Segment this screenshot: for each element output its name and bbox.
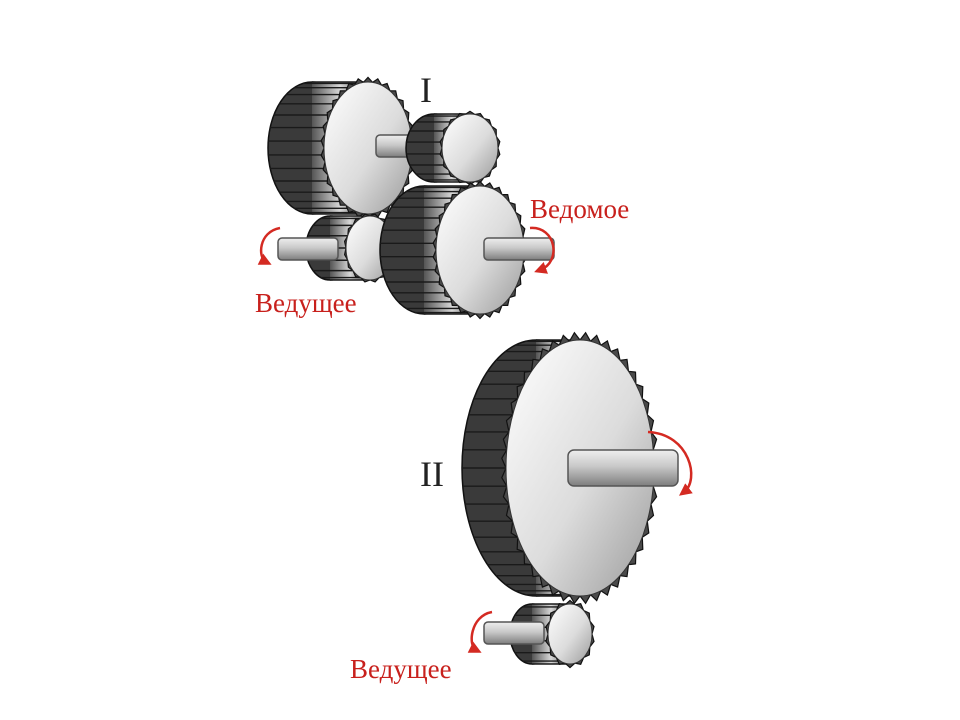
shaft-section-two-large bbox=[567, 449, 679, 487]
shaft-driving bbox=[277, 237, 339, 261]
section-one-gear-set: I Ведомое Ведущее bbox=[255, 70, 629, 320]
shaft-section-two-small bbox=[483, 621, 545, 645]
section-two-gear-set: II Ведущее bbox=[350, 331, 693, 684]
driving-label-two: Ведущее bbox=[350, 654, 452, 684]
section-one-numeral: I bbox=[420, 70, 432, 110]
driving-label-one: Ведущее bbox=[255, 288, 357, 318]
gear-small-section-two bbox=[509, 599, 595, 669]
shaft-driven bbox=[483, 237, 555, 261]
driven-label-one: Ведомое bbox=[530, 194, 629, 224]
rotation-arrow-driving bbox=[257, 226, 281, 265]
gear-large-driven bbox=[379, 180, 528, 320]
rotation-arrow-large-two bbox=[647, 430, 693, 496]
gear-small-top-right bbox=[405, 110, 501, 186]
gear-large-top-left bbox=[267, 76, 416, 220]
section-two-numeral: II bbox=[420, 454, 444, 494]
rotation-arrow-driven bbox=[529, 226, 555, 274]
rotation-arrow-small-two bbox=[467, 610, 493, 653]
